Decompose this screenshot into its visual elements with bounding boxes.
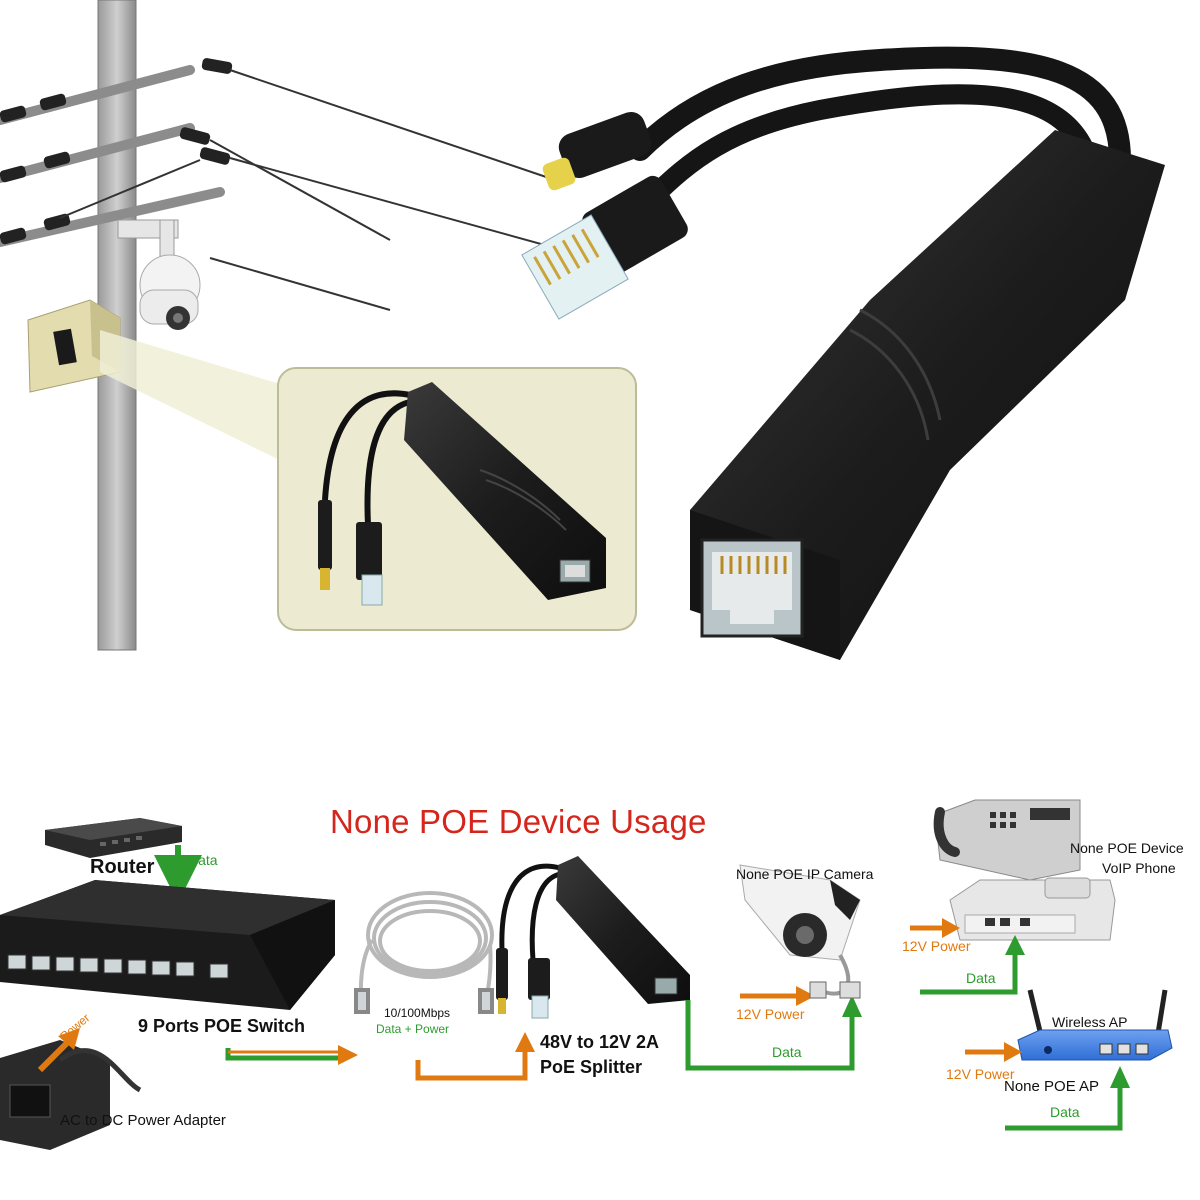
ap-brand-label: Wireless AP xyxy=(1052,1014,1128,1030)
power-adapter-icon xyxy=(0,1040,142,1150)
ap-name-label: None POE AP xyxy=(1004,1078,1100,1095)
data-arrow xyxy=(1005,1066,1130,1131)
voip-phone-icon xyxy=(933,799,1116,941)
diagram-title: None POE Device Usage xyxy=(330,803,707,840)
rj45-port-icon xyxy=(700,538,804,638)
phone-power-label: 12V Power xyxy=(902,938,971,954)
ip-camera-icon xyxy=(117,219,201,330)
pole-icon xyxy=(0,0,571,651)
power-arrow xyxy=(910,918,960,938)
cable-payload-label: Data + Power xyxy=(376,1022,450,1036)
dc-plug-icon xyxy=(542,111,652,191)
splitter-label-line1: 48V to 12V 2A xyxy=(540,1032,660,1052)
router-data-label: Data xyxy=(188,852,218,868)
inset-panel xyxy=(277,367,637,631)
poe-splitter-icon xyxy=(496,856,690,1019)
data-arrow xyxy=(225,1045,358,1065)
rj45-plug-icon xyxy=(521,175,688,320)
wireless-ap-icon xyxy=(1017,989,1173,1061)
camera-power-label: 12V Power xyxy=(736,1006,805,1022)
junction-box-icon xyxy=(27,299,300,470)
ap-data-label: Data xyxy=(1050,1104,1080,1120)
phone-data-label: Data xyxy=(966,970,996,986)
router-icon xyxy=(45,818,182,858)
cable-speed-label: 10/100Mbps xyxy=(384,1006,451,1020)
poe-splitter-icon xyxy=(521,46,1165,660)
phone-label-line1: None POE Device xyxy=(1070,840,1184,856)
ap-power-label: 12V Power xyxy=(946,1066,1015,1082)
data-power-arrow xyxy=(415,1032,535,1081)
data-arrow xyxy=(920,935,1025,995)
switch-label: 9 Ports POE Switch xyxy=(138,1016,306,1036)
power-arrow xyxy=(740,986,815,1006)
camera-label: None POE IP Camera xyxy=(736,866,874,882)
adapter-label: AC to DC Power Adapter xyxy=(60,1112,226,1129)
camera-data-label: Data xyxy=(772,1044,802,1060)
router-label: Router xyxy=(90,856,155,878)
phone-label-line2: VoIP Phone xyxy=(1102,860,1176,876)
bullet-camera-icon xyxy=(739,864,861,999)
data-arrow xyxy=(685,995,862,1071)
poe-switch-icon xyxy=(0,880,335,1010)
power-arrow xyxy=(37,1028,80,1073)
splitter-label-line2: PoE Splitter xyxy=(540,1057,643,1077)
ethernet-cable-icon xyxy=(354,891,494,1014)
power-arrow xyxy=(965,1042,1022,1062)
poe-splitter-icon xyxy=(318,382,606,606)
